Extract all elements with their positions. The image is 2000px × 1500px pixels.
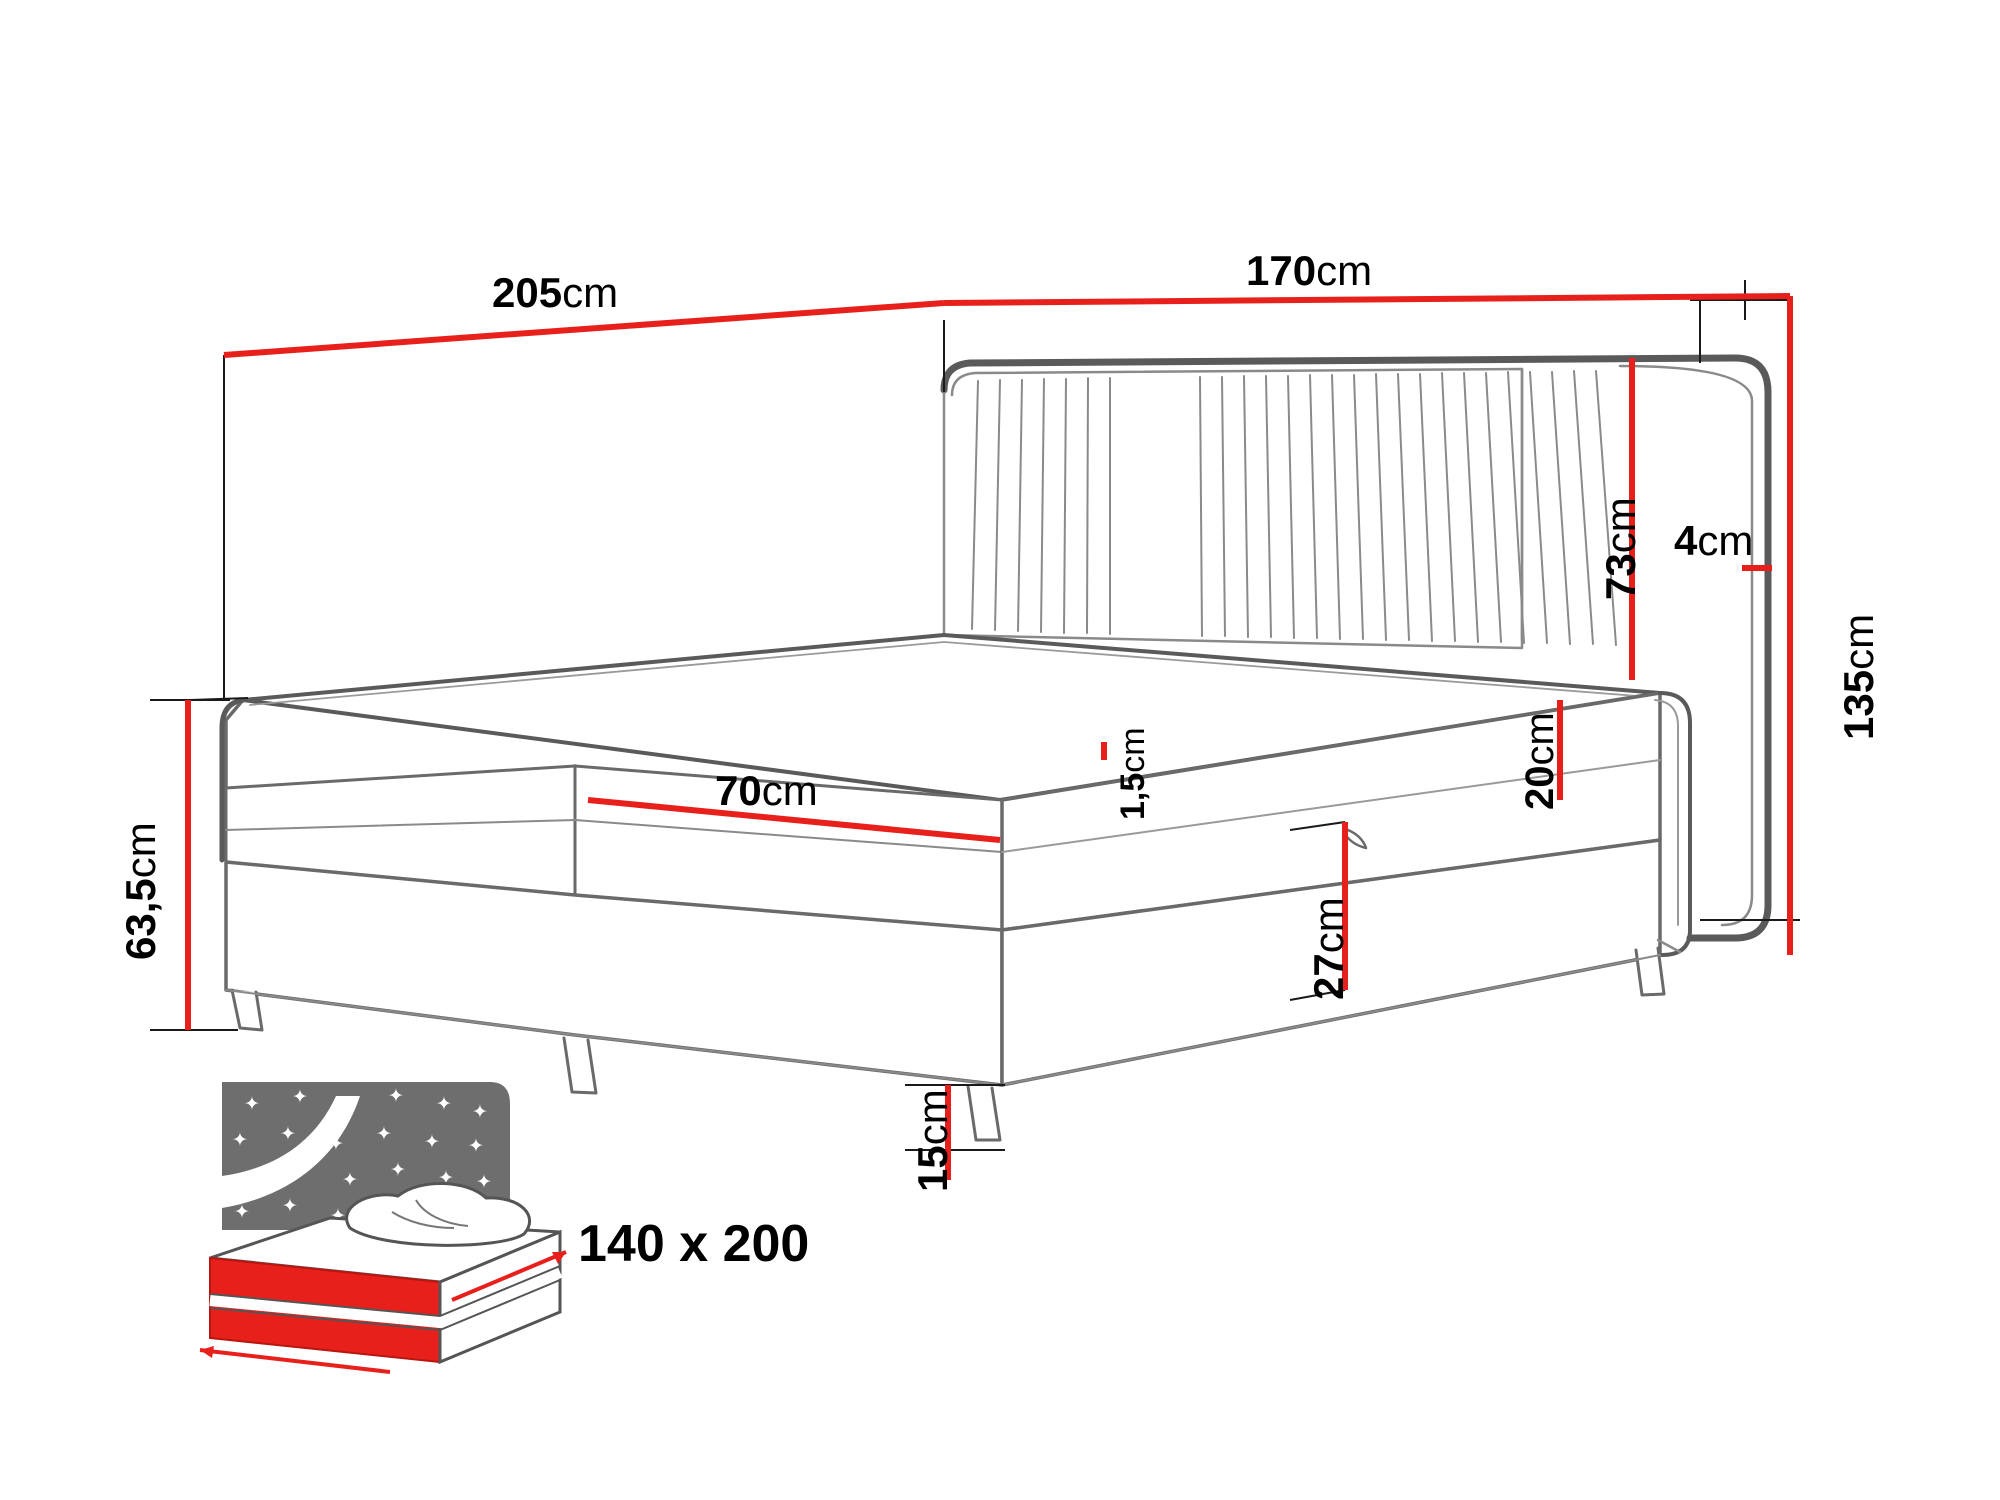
dimension-label-4: 4cm <box>1674 520 1753 562</box>
leg-rear-right <box>1634 946 1666 997</box>
dimension-label-15: 15cm <box>909 1089 956 1192</box>
dimension-label-63-5: 63,5cm <box>117 822 164 960</box>
svg-text:✦: ✦ <box>390 1160 406 1181</box>
svg-text:✦: ✦ <box>292 1087 308 1108</box>
base-bottom-edge-right <box>1001 954 1661 1086</box>
dimension-unit-27: cm <box>1305 897 1352 954</box>
leg-front-right <box>966 1084 1002 1142</box>
badge-arrow-right-head <box>552 1252 566 1264</box>
dimension-label-20: 20cm <box>1518 712 1562 811</box>
svg-text:✦: ✦ <box>424 1132 440 1153</box>
base-bottom-edge <box>225 989 1003 1086</box>
dimension-value-20: 20 <box>1518 765 1562 811</box>
extension-lines <box>150 280 1800 1151</box>
dimline-170 <box>943 293 1791 306</box>
dimension-unit-63-5: cm <box>117 822 164 879</box>
headboard-front-face <box>942 367 1524 650</box>
dimension-value-4: 4 <box>1674 517 1698 564</box>
dimline-205 <box>223 300 945 358</box>
dimension-label-27: 27cm <box>1305 897 1352 1000</box>
badge-arrow-right <box>451 1250 567 1302</box>
svg-text:✦: ✦ <box>282 1196 298 1217</box>
pillow-crease-2 <box>415 1199 469 1227</box>
mattress-badge-icon: ✦✦✦ ✦✦✦ ✦✦✦ ✦✦✦ ✦✦✦ ✦✦✦ ✦✦✦ ✦✦ <box>199 1082 567 1374</box>
sheet-fold <box>222 1096 360 1208</box>
headboard-tufting-right <box>1199 370 1617 646</box>
dimension-label-70: 70cm <box>715 770 818 812</box>
svg-text:✦: ✦ <box>468 1136 484 1157</box>
svg-text:✦: ✦ <box>342 1170 358 1191</box>
red-dimension-lines <box>185 293 1793 1180</box>
dimension-label-205: 205cm <box>492 272 618 314</box>
svg-text:✦: ✦ <box>280 1124 296 1145</box>
svg-text:✦: ✦ <box>376 1124 392 1145</box>
mattress-slab-band <box>209 1266 563 1329</box>
svg-text:✦: ✦ <box>476 1172 492 1193</box>
mattress-head-roll <box>219 697 246 863</box>
svg-text:✦: ✦ <box>388 1086 404 1107</box>
svg-text:✦: ✦ <box>472 1102 488 1123</box>
mattress-top-surface-inner <box>249 641 1651 706</box>
dimension-value-1-5: 1,5 <box>1114 772 1152 820</box>
dimension-value-170: 170 <box>1246 247 1317 294</box>
dimension-value-135: 135 <box>1835 669 1882 740</box>
dimension-value-70: 70 <box>715 767 762 814</box>
dimension-label-1-5: 1,5cm <box>1114 727 1152 820</box>
base-foot-right-end <box>1658 691 1692 957</box>
svg-text:✦: ✦ <box>436 1094 452 1115</box>
topper-seam <box>225 819 1003 853</box>
ext-line-base27-top <box>1289 821 1346 831</box>
dimension-unit-20: cm <box>1518 712 1562 766</box>
dimension-value-73: 73 <box>1597 553 1644 600</box>
mattress-size-label: 140 x 200 <box>578 1215 810 1273</box>
dimension-value-15: 15 <box>909 1145 956 1192</box>
base-foot-right-inner <box>1654 699 1679 926</box>
mattress-slab-band-line2 <box>209 1279 561 1332</box>
dimension-unit-205: cm <box>562 269 619 316</box>
svg-text:✦: ✦ <box>232 1130 248 1151</box>
leg-front-mid <box>562 1036 598 1095</box>
badge-arrow-bottom <box>199 1348 391 1374</box>
ext-line-base27-bottom <box>1289 989 1346 1001</box>
pillow-crease-1 <box>391 1211 455 1229</box>
svg-text:✦: ✦ <box>234 1202 250 1223</box>
headboard-tufting-left <box>971 377 1111 635</box>
pillow <box>345 1181 531 1247</box>
dimension-unit-73: cm <box>1597 497 1644 554</box>
dimension-unit-1-5: cm <box>1114 727 1152 773</box>
dimline-70 <box>587 797 1001 843</box>
dimension-unit-4: cm <box>1697 517 1754 564</box>
dimension-value-27: 27 <box>1305 953 1352 1000</box>
dimension-unit-15: cm <box>909 1089 956 1146</box>
dimension-unit-170: cm <box>1316 247 1373 294</box>
bed-outline-group <box>219 354 1772 1142</box>
dimension-label-170: 170cm <box>1246 250 1372 292</box>
leg-front-left <box>230 988 264 1032</box>
dimension-unit-135: cm <box>1835 613 1882 670</box>
headboard-outer-shell <box>940 354 1772 942</box>
svg-text:✦: ✦ <box>244 1094 260 1115</box>
dimension-value-63-5: 63,5 <box>117 878 164 960</box>
badge-arrow-bottom-head <box>200 1346 214 1358</box>
dimension-label-135: 135cm <box>1835 613 1882 740</box>
headboard-inner-panel <box>950 367 1524 642</box>
mattress-slab-band-line1 <box>209 1265 561 1318</box>
dimension-label-73: 73cm <box>1597 497 1644 600</box>
leg-rear-far <box>1656 938 1682 954</box>
dimension-value-205: 205 <box>492 269 563 316</box>
base-right-seam <box>1001 759 1661 853</box>
dimension-unit-70: cm <box>761 767 818 814</box>
